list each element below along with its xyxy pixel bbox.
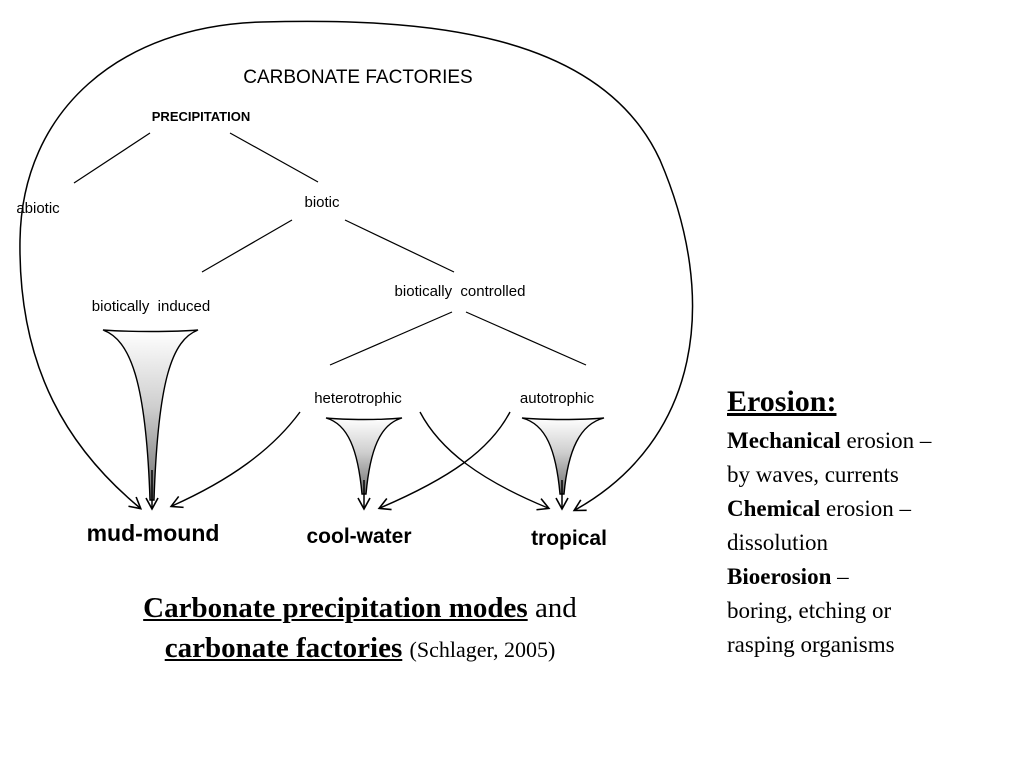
node-biotic: biotic	[304, 194, 340, 211]
erosion-heading: Erosion:	[727, 385, 837, 418]
caption-citation: (Schlager, 2005)	[409, 637, 556, 662]
factory-mud-mound: mud-mound	[87, 520, 220, 546]
node-biotically-controlled: biotically controlled	[395, 283, 526, 300]
outer-arc-left	[19, 21, 263, 510]
mechanical-rest: erosion –	[846, 428, 932, 453]
figure-caption: Carbonate precipitation modes and carbon…	[40, 588, 680, 670]
node-abiotic: abiotic	[16, 200, 60, 217]
node-autotrophic: autotrophic	[520, 390, 595, 407]
factory-tropical: tropical	[531, 527, 607, 550]
bioerosion-detail-2: rasping organisms	[727, 632, 895, 657]
branch-biotic-induced	[201, 219, 293, 273]
chemical-detail: dissolution	[727, 530, 828, 555]
caption-line1-rest: and	[534, 592, 577, 624]
branch-controlled-autotrophic	[465, 311, 587, 366]
diagram-title: CARBONATE FACTORIES	[243, 67, 472, 88]
outer-arc-right	[261, 20, 694, 512]
branch-biotic-controlled	[344, 219, 455, 273]
branch-controlled-heterotrophic	[329, 311, 453, 366]
node-heterotrophic: heterotrophic	[314, 390, 402, 407]
bioerosion-label: Bioerosion	[727, 564, 832, 589]
chemical-label: Chemical	[727, 496, 821, 521]
bioerosion-rest: –	[837, 564, 849, 589]
arrow-heterotrophic-mud-mound	[169, 411, 301, 509]
funnel-cool-water	[325, 417, 403, 495]
caption-line2-bold: carbonate factories	[164, 632, 403, 664]
mechanical-label: Mechanical	[727, 428, 841, 453]
factory-cool-water: cool-water	[306, 525, 411, 548]
bioerosion-detail-1: boring, etching or	[727, 598, 892, 623]
caption-line1-bold: Carbonate precipitation modes	[143, 592, 528, 624]
node-precipitation: PRECIPITATION	[152, 109, 250, 124]
arrow-heterotrophic-tropical	[419, 411, 551, 511]
node-biotically-induced: biotically induced	[92, 298, 210, 315]
chemical-rest: erosion –	[826, 496, 911, 521]
branch-precipitation-biotic	[229, 132, 319, 183]
funnel-mud-mound	[102, 329, 199, 501]
arrow-autotrophic-cool-water	[377, 411, 511, 511]
erosion-panel: Erosion: Mechanical erosion – by waves, …	[727, 380, 1017, 662]
branch-precipitation-abiotic	[73, 132, 151, 184]
funnel-tropical	[521, 417, 605, 495]
mechanical-detail: by waves, currents	[727, 462, 899, 487]
